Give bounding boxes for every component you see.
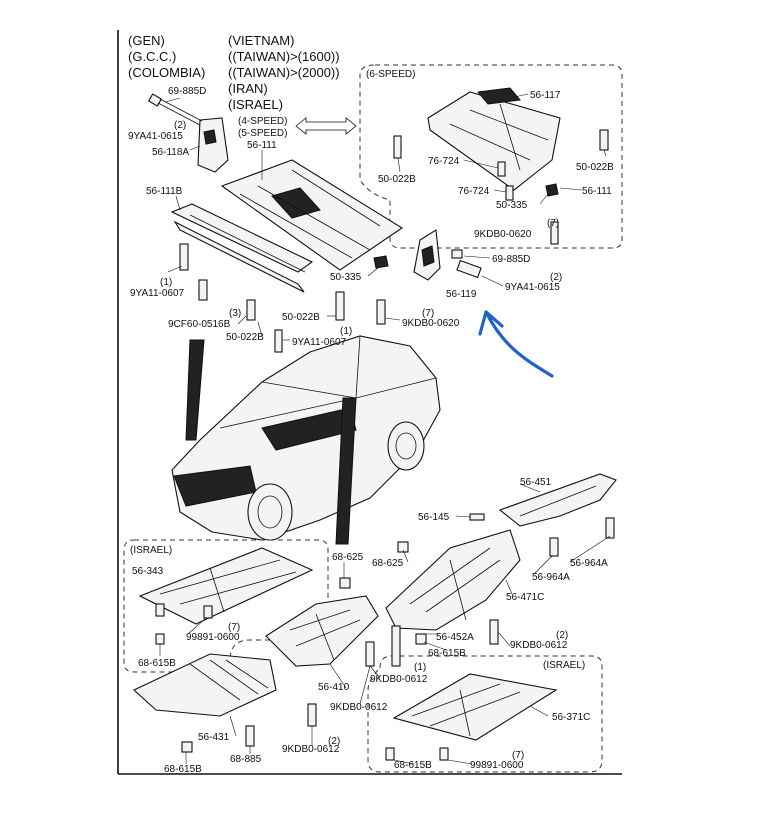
part-label-99891-0600-b: 99891-0600 (470, 760, 524, 771)
group-6-speed-label: (6-SPEED) (366, 69, 415, 80)
double-arrow-icon (295, 117, 357, 135)
part-label-56-431: 56-431 (198, 732, 230, 743)
cover-56-371C (385, 673, 558, 761)
part-qty-1-a: (1) (160, 277, 172, 288)
part-label-68-615B-a: 68-615B (138, 658, 176, 669)
heat-shield-56-452A (339, 529, 521, 667)
part-label-9KDB0-0612-d: 9KDB0-0612 (282, 744, 340, 755)
part-label-56-145: 56-145 (418, 512, 450, 523)
undercover-6-speed (427, 87, 561, 197)
header-col1-line2: (G.C.C.) (128, 49, 176, 64)
group-5-speed-label: (5-SPEED) (238, 128, 287, 139)
group-israel-left-label: (ISRAEL) (130, 545, 172, 556)
part-label-76-724-a: 76-724 (428, 156, 460, 167)
part-label-56-343: 56-343 (132, 566, 164, 577)
part-label-69-885D-a: 69-885D (168, 86, 206, 97)
part-label-56-452A: 56-452A (436, 632, 474, 643)
annotation-arrow (478, 310, 554, 378)
part-label-50-335-b: 50-335 (496, 200, 528, 211)
part-label-9YA11-0607-a: 9YA11-0607 (130, 288, 185, 299)
header-col2-line2: ((TAIWAN)>(1600)) (228, 49, 340, 64)
header-col2-line5: (ISRAEL) (228, 97, 283, 112)
part-label-50-022B-b: 50-022B (282, 312, 320, 323)
part-label-50-022B-d: 50-022B (576, 162, 614, 173)
header-col2-line3: ((TAIWAN)>(2000)) (228, 65, 340, 80)
part-label-76-724-b: 76-724 (458, 186, 490, 197)
car-illustration (171, 335, 441, 545)
part-label-50-022B-a: 50-022B (226, 332, 264, 343)
part-label-56-111B: 56-111B (146, 186, 183, 197)
part-label-9KDB0-0612-a: 9KDB0-0612 (510, 640, 568, 651)
group-4-speed-label: (4-SPEED) (238, 116, 287, 127)
part-label-56-451: 56-451 (520, 477, 552, 488)
part-label-9KDB0-0620-a: 9KDB0-0620 (402, 318, 460, 329)
part-qty-7-b: (7) (547, 218, 559, 229)
bracket-56-451 (469, 473, 617, 557)
part-qty-1-b: (1) (340, 326, 352, 337)
part-label-68-625-b: 68-625 (372, 558, 404, 569)
part-label-56-410: 56-410 (318, 682, 350, 693)
part-label-56-111-b: 56-111 (582, 186, 612, 197)
part-qty-2-c: (2) (556, 630, 568, 641)
part-label-99891-0600-a: 99891-0600 (186, 632, 240, 643)
part-label-56-119-highlighted: 56-119 (446, 289, 477, 300)
group-6-speed-border (359, 64, 623, 249)
heat-shield-56-431 (133, 653, 277, 753)
part-label-9CF60-0516B: 9CF60-0516B (168, 319, 231, 330)
header-col2-line1: (VIETNAM) (228, 33, 294, 48)
leader-lines (159, 93, 611, 765)
part-label-56-471C: 56-471C (506, 592, 544, 603)
bracket-56-118A (147, 93, 229, 173)
part-label-68-625-a: 68-625 (332, 552, 364, 563)
part-label-50-022B-c: 50-022B (378, 174, 416, 185)
header-col2-line4: (IRAN) (228, 81, 268, 96)
part-qty-1-c: (1) (414, 662, 426, 673)
part-qty-2-d: (2) (328, 736, 340, 747)
part-label-68-615B-c: 68-615B (164, 764, 202, 775)
part-label-56-117: 56-117 (530, 90, 561, 101)
part-qty-7-c: (7) (228, 622, 240, 633)
header-col1-line3: (COLOMBIA) (128, 65, 205, 80)
group-israel-right-label: (ISRAEL) (543, 660, 585, 671)
part-label-9KDB0-0612-c: 9KDB0-0612 (330, 702, 388, 713)
fasteners-top (179, 129, 609, 353)
part-qty-7-a: (7) (422, 308, 434, 319)
part-qty-3: (3) (229, 308, 241, 319)
part-label-9YA41-0615-b: 9YA41-0615 (505, 282, 560, 293)
cover-56-343 (138, 547, 314, 645)
part-label-56-371C: 56-371C (552, 712, 590, 723)
part-label-9YA11-0607-b: 9YA11-0607 (292, 337, 347, 348)
part-label-56-118A: 56-118A (152, 147, 189, 158)
part-label-68-615B-b: 68-615B (428, 648, 466, 659)
part-label-56-111-a: 56-111 (247, 140, 277, 151)
bar-56-111B (170, 203, 314, 293)
part-label-9KDB0-0620-b: 9KDB0-0620 (474, 229, 532, 240)
part-label-9KDB0-0612-b: 9KDB0-0612 (370, 674, 428, 685)
group-israel-left-border (123, 539, 329, 673)
part-label-56-964A-b: 56-964A (532, 572, 570, 583)
part-label-69-885D-b: 69-885D (492, 254, 530, 265)
bracket-56-119 (413, 229, 482, 281)
part-label-68-885: 68-885 (230, 754, 262, 765)
part-qty-2-a: (2) (174, 120, 186, 131)
part-qty-2-b: (2) (550, 272, 562, 283)
part-label-56-964A-a: 56-964A (570, 558, 608, 569)
header-col1-line1: (GEN) (128, 33, 165, 48)
part-qty-7-d: (7) (512, 750, 524, 761)
part-label-68-615B-d: 68-615B (394, 760, 432, 771)
part-label-9YA41-0615-a: 9YA41-0615 (128, 131, 183, 142)
part-label-50-335-a: 50-335 (330, 272, 362, 283)
undercover-56-111 (220, 159, 404, 271)
